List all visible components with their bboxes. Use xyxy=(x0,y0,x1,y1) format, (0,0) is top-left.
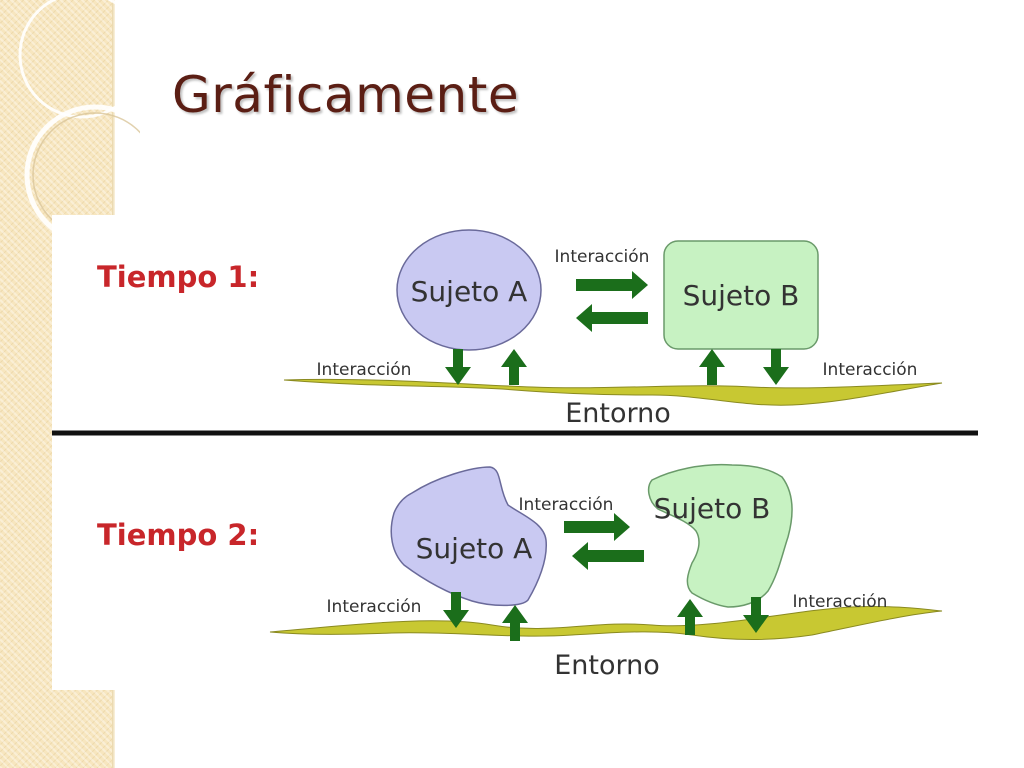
interaction-label-right: Interacción xyxy=(823,360,918,380)
interaction-diagram: Tiempo 1: Sujeto A Sujeto B Interacción … xyxy=(52,215,978,690)
panel-tiempo-2: Tiempo 2: Sujeto A Sujeto B Interacción … xyxy=(97,463,943,681)
arrow-down-a xyxy=(445,349,471,385)
interaction-label-top: Interacción xyxy=(555,247,650,267)
arrow-up-b xyxy=(699,349,725,385)
interaction-label-top: Interacción xyxy=(519,495,614,515)
interaction-label-right: Interacción xyxy=(793,592,888,612)
arrow-left xyxy=(576,304,648,332)
arrow-right xyxy=(564,513,630,541)
subject-b-label: Sujeto B xyxy=(654,492,771,525)
arrow-left xyxy=(572,542,644,570)
subject-b-label: Sujeto B xyxy=(683,279,800,312)
subject-a-shape xyxy=(390,466,547,607)
interaction-label-left: Interacción xyxy=(327,597,422,617)
subject-a-label: Sujeto A xyxy=(411,275,528,308)
arrow-down-b xyxy=(763,349,789,385)
environment-label: Entorno xyxy=(565,398,671,429)
subject-b-shape xyxy=(663,240,819,350)
environment-ground xyxy=(269,605,943,640)
time-label: Tiempo 1: xyxy=(97,260,259,294)
environment-label: Entorno xyxy=(554,650,660,681)
time-label: Tiempo 2: xyxy=(97,518,259,552)
subject-a-label: Sujeto A xyxy=(416,532,533,565)
diagram-canvas: Tiempo 1: Sujeto A Sujeto B Interacción … xyxy=(52,229,978,681)
environment-ground xyxy=(283,378,943,406)
panel-tiempo-1: Tiempo 1: Sujeto A Sujeto B Interacción … xyxy=(97,229,943,429)
subject-a-shape xyxy=(396,229,542,351)
arrow-up-a xyxy=(501,349,527,385)
subject-b-shape xyxy=(647,463,793,608)
arrow-right xyxy=(576,271,648,299)
slide-title: Gráficamente xyxy=(172,66,520,124)
interaction-label-left: Interacción xyxy=(317,360,412,380)
